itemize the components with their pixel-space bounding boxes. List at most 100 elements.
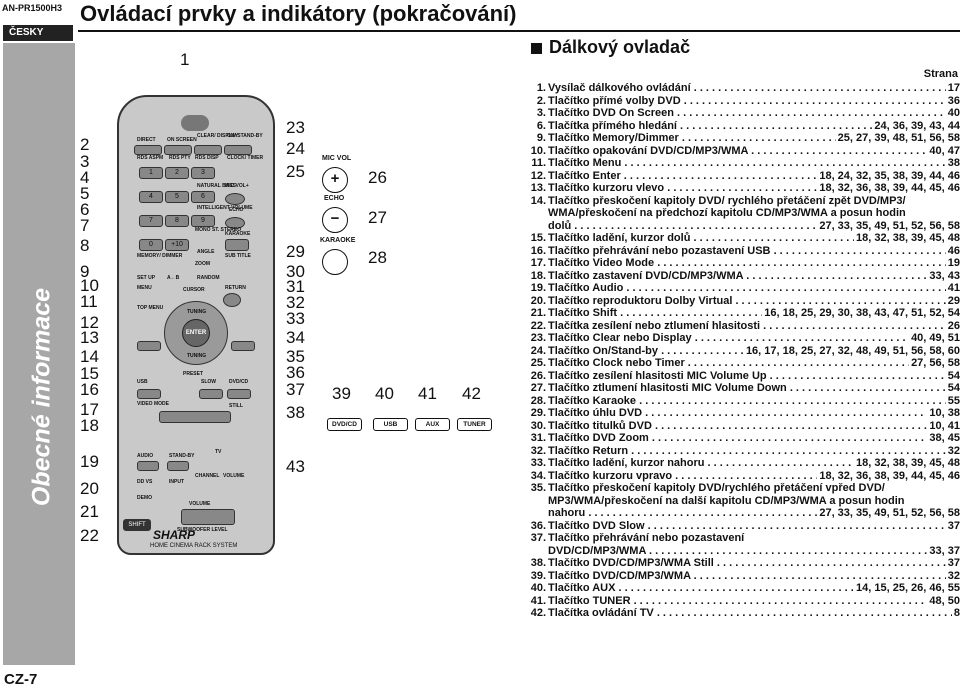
- control-list: 1.Vysílač dálkového ovládání172.Tlačítko…: [528, 82, 960, 620]
- section-vertical-label: Obecné informace: [27, 287, 56, 507]
- item-pages: 36: [945, 94, 960, 107]
- callout-right: 35: [286, 347, 305, 366]
- tuning-label-top: TUNING: [187, 309, 207, 315]
- item-label: Tlačítka zesílení nebo ztlumení hlasitos…: [548, 320, 946, 333]
- dolby-virtual-label: DD VS: [137, 479, 153, 485]
- dvd-cd-label: DVD/CD: [229, 379, 249, 385]
- callout-left: 14: [80, 347, 99, 366]
- list-item: 20.Tlačítko reproduktoru Dolby Virtual29: [528, 294, 960, 307]
- item-label: Tlačítko Enter: [548, 170, 817, 183]
- item-label: Tlačítko ladění, kurzor nahoru: [548, 457, 854, 470]
- item-number: 16.: [530, 244, 546, 257]
- karaoke-label: KARAOKE: [225, 231, 251, 237]
- item-label: Tlačítko ztlumení hlasitosti MIC Volume …: [548, 382, 946, 395]
- callout-right: 32: [286, 293, 305, 312]
- callout-right: 31: [286, 277, 305, 296]
- zoom-label: ZOOM: [195, 261, 210, 267]
- callout-source: 41: [418, 384, 437, 403]
- callout-left: 18: [80, 416, 99, 435]
- callout-mini: 27: [368, 208, 387, 227]
- model-number: AN-PR1500H3: [2, 3, 63, 13]
- mic-vol-label: MIC VOL: [322, 155, 352, 162]
- callout-left: 15: [80, 364, 99, 383]
- source-button-illustration: AUX: [415, 418, 450, 431]
- random-label: RANDOM: [197, 275, 220, 281]
- item-number: 30.: [530, 419, 546, 432]
- angle-label: ANGLE: [197, 249, 215, 255]
- stand-by-label: STAND-BY: [169, 453, 195, 459]
- digit-button-5: 5: [165, 191, 189, 203]
- item-label: Tlačítko ladění, kurzor dolů: [548, 232, 854, 245]
- shift-button: SHIFT: [123, 519, 151, 531]
- item-label: Tlačítko přehrávání nebo pozastavení: [548, 532, 745, 544]
- item-number: 1.: [536, 82, 546, 94]
- item-number: 34.: [530, 469, 546, 482]
- callout-left: 6: [80, 200, 90, 219]
- callout-left: 16: [80, 380, 99, 399]
- item-label: Tlačítko zastavení DVD/CD/MP3/WMA: [548, 270, 927, 283]
- list-item: 23.Tlačítko Clear nebo Display40, 49, 51: [528, 332, 960, 345]
- item-pages: 48, 50: [927, 594, 960, 607]
- item-label: DVD/CD/MP3/WMA: [548, 545, 927, 558]
- top-row-button-2: [194, 145, 222, 155]
- karaoke-button-icon: [322, 249, 348, 275]
- karaoke-button: [225, 239, 249, 251]
- digit-button-1: 1: [139, 167, 163, 179]
- list-item: 9.Tlačítko Memory/Dimmer25, 27, 39, 48, …: [528, 132, 960, 145]
- item-number: 3.: [536, 107, 546, 119]
- list-item: 17.Tlačítko Video Mode19: [528, 257, 960, 270]
- list-item: 2.Tlačítko přímé volby DVD36: [528, 94, 960, 107]
- item-pages: 37: [945, 557, 960, 570]
- list-item: nahoru27, 33, 35, 49, 51, 52, 56, 58: [528, 507, 960, 520]
- list-item: 28.Tlačítko Karaoke55: [528, 394, 960, 407]
- callout-left: 19: [80, 452, 99, 471]
- digit-button-7: 7: [139, 215, 163, 227]
- digit-button-9: 9: [191, 215, 215, 227]
- remote-footer-label: HOME CINEMA RACK SYSTEM: [150, 543, 238, 549]
- list-item: 40.Tlačítko AUX14, 15, 25, 26, 46, 55: [528, 582, 960, 595]
- callout-right: 24: [286, 139, 305, 158]
- plus-ten-button: +10: [165, 239, 189, 251]
- item-number: 17.: [530, 257, 546, 269]
- item-pages: 55: [945, 394, 960, 407]
- sidebar: AN-PR1500H3 ČESKY Obecné informace CZ-7: [0, 0, 78, 689]
- item-number: 19.: [530, 282, 546, 294]
- item-number: 32.: [530, 444, 546, 457]
- item-pages: 54: [945, 369, 960, 382]
- list-item: 15.Tlačítko ladění, kurzor dolů18, 32, 3…: [528, 232, 960, 245]
- memory-dimmer-label: MEMORY/ DIMMER: [137, 253, 183, 259]
- item-label: Tlačítko DVD Slow: [548, 520, 946, 533]
- item-number: 41.: [530, 594, 546, 607]
- setup-label: SET UP: [137, 275, 156, 281]
- callout-right: 38: [286, 403, 305, 422]
- return-label: RETURN: [225, 285, 246, 291]
- callout-left: 9: [80, 262, 90, 281]
- item-label: Tlačítko kurzoru vlevo: [548, 182, 817, 195]
- mic-vol-down-icon: −: [322, 207, 348, 233]
- item-label: Tlačítko AUX: [548, 582, 854, 595]
- section-bar: Obecné informace: [3, 43, 75, 665]
- callout-left: 21: [80, 502, 99, 521]
- item-label: Tlačítko titulků DVD: [548, 420, 927, 433]
- list-item: WMA/přeskočení na předchozí kapitolu CD/…: [528, 207, 960, 220]
- section-title: Dálkový ovladač: [549, 37, 691, 57]
- ab-repeat-label: A←B: [167, 275, 180, 281]
- mic-panel-illustration: MIC VOL + ECHO − KARAOKE: [318, 155, 363, 280]
- list-item: 30.Tlačítko titulků DVD10, 41: [528, 419, 960, 433]
- item-pages: 32: [945, 569, 960, 582]
- item-label: nahoru: [548, 507, 817, 520]
- natural-bass-label: NATURAL BASS: [197, 183, 236, 189]
- callout-right: 37: [286, 380, 305, 399]
- source-button-illustration: TUNER: [457, 418, 492, 431]
- item-number: 40.: [530, 582, 546, 594]
- item-number: [528, 495, 548, 508]
- callout-left: 22: [80, 526, 99, 545]
- item-label: Tlačítko DVD/CD/MP3/WMA Still: [548, 557, 946, 570]
- callout-mini: 28: [368, 248, 387, 267]
- item-pages: 40, 47: [927, 144, 960, 157]
- list-item: 19.Tlačítko Audio41: [528, 282, 960, 295]
- callout-left: 2: [80, 135, 90, 154]
- on-screen-label: ON SCREEN: [167, 137, 197, 143]
- item-label: Tlačítko zesílení hlasitosti MIC Volume …: [548, 370, 946, 383]
- list-item: 18.Tlačítko zastavení DVD/CD/MP3/WMA33, …: [528, 269, 960, 283]
